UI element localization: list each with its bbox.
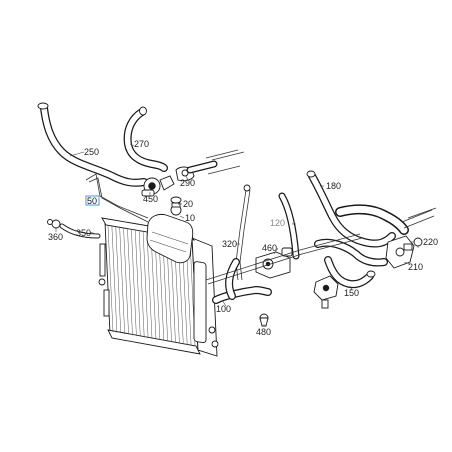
valve-210[interactable] [385,235,415,269]
bleed-line-50[interactable] [85,173,149,223]
label-480: 480 [256,327,271,337]
label-150: 150 [344,288,359,298]
radiator-fin [119,227,125,335]
label-350: 350 [76,228,91,238]
label-20: 20 [183,199,193,209]
label-450: 450 [143,194,158,204]
label-360: 360 [48,232,63,242]
highlight-box [85,195,100,206]
hose-120[interactable] [278,192,300,260]
label-180: 180 [326,181,341,191]
label-210: 210 [408,262,423,272]
hose-250[interactable] [37,102,148,187]
hose-150[interactable] [324,256,376,289]
label-270: 270 [134,139,149,149]
label-250: 250 [84,147,99,157]
label-320: 320 [222,239,237,249]
hose-350[interactable] [59,223,101,239]
label-460: 460 [262,243,277,253]
clamp-480[interactable] [259,313,269,327]
hose-270[interactable] [123,106,168,172]
label-50[interactable]: 50 [87,196,97,206]
radiator-fin [138,231,145,338]
radiator-fin [123,228,129,335]
hose-180[interactable] [306,170,396,248]
cap-20[interactable] [170,196,182,204]
fitting-360[interactable] [47,219,61,229]
radiator-fin [150,233,157,340]
pipe-320[interactable] [235,184,251,281]
radiator-fin [107,225,114,333]
pipe-right-long[interactable] [205,233,363,285]
radiator-fin [131,229,137,337]
expansion-tank[interactable] [146,202,194,264]
aux-pump[interactable] [313,275,339,309]
leader-lines [55,143,419,326]
water-pump-460[interactable] [255,247,293,279]
label-220: 220 [423,237,438,247]
radiator-fin [111,226,118,333]
thermostat-housing-450[interactable] [141,175,175,197]
radiator-fin [115,227,122,334]
radiator-fin [146,232,153,339]
radiator-fin [142,231,149,339]
part-labels: 250 270 290 450 20 10 50 360 350 120 320… [48,139,438,337]
hose-upper-rear[interactable] [186,149,245,175]
label-290: 290 [180,178,195,188]
radiator-fin [127,229,133,336]
hose-100[interactable] [212,258,272,304]
label-10: 10 [185,213,195,223]
radiator-fin [135,230,141,337]
label-120: 120 [270,218,285,228]
hose-main-right[interactable] [314,204,437,267]
label-100: 100 [216,304,231,314]
